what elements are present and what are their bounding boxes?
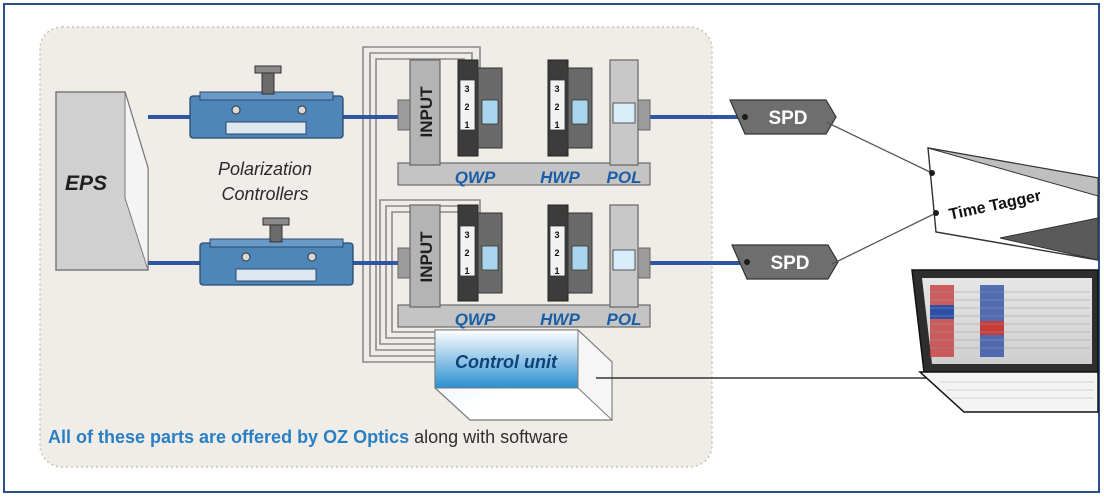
qwp-label-bottom: QWP bbox=[455, 310, 496, 329]
outer-frame bbox=[3, 3, 1100, 493]
hwp-scale-1-bottom: 1 bbox=[554, 266, 559, 276]
hwp-label-top: HWP bbox=[540, 168, 580, 187]
signal-cables bbox=[825, 121, 937, 265]
qwp-scale-1-top: 1 bbox=[464, 120, 469, 130]
qwp-scale-2-top: 2 bbox=[464, 102, 469, 112]
hwp-scale-3-bottom: 3 bbox=[554, 230, 559, 240]
hwp-scale-3-top: 3 bbox=[554, 84, 559, 94]
input-label-bottom: INPUT bbox=[417, 231, 436, 283]
polarimeter-row-bottom: INPUT 3 2 1 3 2 1 QWP HWP POL bbox=[397, 204, 651, 329]
pc-label-line2: Controllers bbox=[221, 184, 308, 204]
eps-source: EPS bbox=[55, 91, 149, 271]
hwp-scale-2-top: 2 bbox=[554, 102, 559, 112]
spd-label-top: SPD bbox=[768, 108, 807, 129]
spd-label-bottom: SPD bbox=[770, 253, 809, 274]
qwp-scale-1-bottom: 1 bbox=[464, 266, 469, 276]
spd-detector-top: SPD bbox=[729, 99, 837, 135]
qwp-scale-3-top: 3 bbox=[464, 84, 469, 94]
time-tagger: Time Tagger bbox=[927, 147, 1099, 261]
caption-rest: along with software bbox=[409, 427, 569, 447]
laptop-icon bbox=[911, 269, 1099, 413]
qwp-scale-2-bottom: 2 bbox=[464, 248, 469, 258]
pol-label-bottom: POL bbox=[607, 310, 642, 329]
hwp-label-bottom: HWP bbox=[540, 310, 580, 329]
pol-label-top: POL bbox=[607, 168, 642, 187]
spd-detector-bottom: SPD bbox=[731, 244, 839, 280]
control-unit-label: Control unit bbox=[455, 352, 558, 372]
hwp-scale-1-top: 1 bbox=[554, 120, 559, 130]
qwp-scale-3-bottom: 3 bbox=[464, 230, 469, 240]
polarization-controller-bottom bbox=[199, 217, 354, 286]
fiber-lines bbox=[148, 115, 745, 265]
control-unit: Control unit bbox=[434, 328, 613, 422]
input-label-top: INPUT bbox=[417, 86, 436, 138]
eps-label: EPS bbox=[65, 172, 107, 195]
polarization-controller-top bbox=[189, 65, 344, 139]
hwp-scale-2-bottom: 2 bbox=[554, 248, 559, 258]
polarimeter-row-top: INPUT 3 2 1 3 2 1 QWP HWP POL bbox=[397, 59, 651, 187]
caption-highlight: All of these parts are offered by OZ Opt… bbox=[48, 427, 410, 447]
caption: All of these parts are offered by OZ Opt… bbox=[48, 427, 568, 448]
pc-label-line1: Polarization bbox=[218, 159, 312, 179]
qwp-label-top: QWP bbox=[455, 168, 496, 187]
